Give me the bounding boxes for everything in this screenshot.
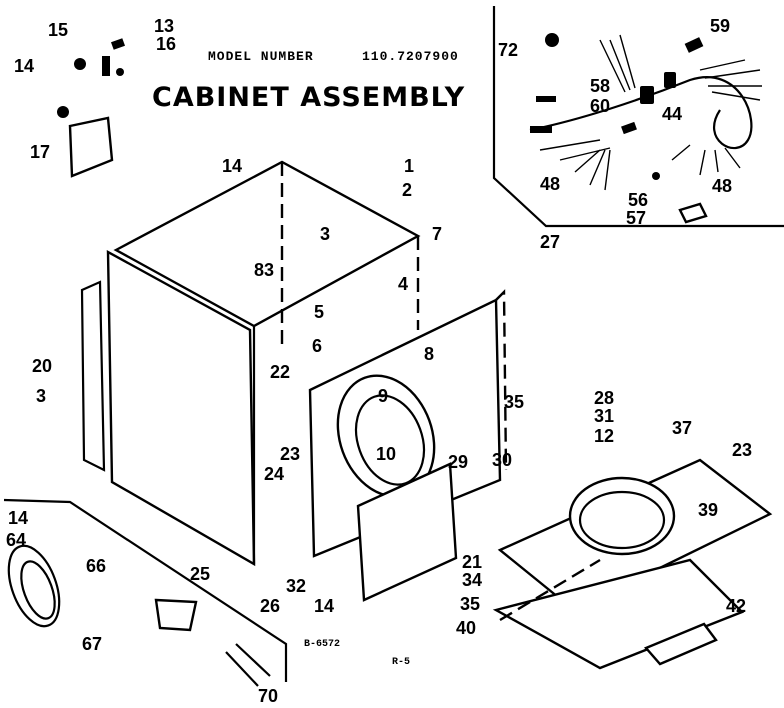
part-label-64: 64 — [6, 530, 26, 550]
part-label-7: 7 — [432, 224, 442, 244]
part-label-14: 14 — [14, 56, 34, 76]
part-label-22: 22 — [270, 362, 290, 382]
part-label-14: 14 — [8, 508, 28, 528]
part-label-15: 15 — [48, 20, 68, 40]
part-label-17: 17 — [30, 142, 50, 162]
model-number-label: MODEL NUMBER — [208, 49, 314, 64]
part-label-31: 31 — [594, 406, 614, 426]
part-label-32: 32 — [286, 576, 306, 596]
part-label-67: 67 — [82, 634, 102, 654]
part-label-40: 40 — [456, 618, 476, 638]
part-label-39: 39 — [698, 500, 718, 520]
part-label-25: 25 — [190, 564, 210, 584]
part-label-23: 23 — [732, 440, 752, 460]
part-label-37: 37 — [672, 418, 692, 438]
front-panel — [308, 289, 508, 602]
part-label-21: 21 — [462, 552, 482, 572]
lower-left-parts — [3, 498, 288, 687]
part-label-42: 42 — [726, 596, 746, 616]
part-label-35: 35 — [460, 594, 480, 614]
part-label-13: 13 — [154, 16, 174, 36]
part-label-66: 66 — [86, 556, 106, 576]
part-label-48: 48 — [540, 174, 560, 194]
part-label-57: 57 — [626, 208, 646, 228]
part-label-9: 9 — [378, 386, 388, 406]
diagram-title: CABINET ASSEMBLY — [152, 82, 465, 113]
top-left-parts — [57, 38, 126, 178]
part-label-3: 3 — [320, 224, 330, 244]
page-number: R-5 — [392, 657, 410, 668]
part-label-24: 24 — [264, 464, 284, 484]
part-label-44: 44 — [662, 104, 682, 124]
part-label-3: 3 — [36, 386, 46, 406]
part-label-26: 26 — [260, 596, 280, 616]
part-label-56: 56 — [628, 190, 648, 210]
part-label-2: 2 — [402, 180, 412, 200]
part-label-4: 4 — [398, 274, 408, 294]
part-label-23: 23 — [280, 444, 300, 464]
part-label-70: 70 — [258, 686, 278, 706]
part-label-10: 10 — [376, 444, 396, 464]
part-label-16: 16 — [156, 34, 176, 54]
part-label-5: 5 — [314, 302, 324, 322]
part-label-6: 6 — [312, 336, 322, 356]
part-label-12: 12 — [594, 426, 614, 446]
part-label-28: 28 — [594, 388, 614, 408]
part-label-48: 48 — [712, 176, 732, 196]
part-labels: 15 13 16 14 17 14 1 2 3 7 83 4 5 6 8 22 … — [6, 16, 752, 706]
model-number-value: 110.7207900 — [362, 49, 459, 64]
cabinet-body — [80, 160, 421, 567]
part-label-27: 27 — [540, 232, 560, 252]
part-label-83: 83 — [254, 260, 274, 280]
part-label-1: 1 — [404, 156, 414, 176]
part-label-30: 30 — [492, 450, 512, 470]
drawing-code: B-6572 — [304, 639, 340, 650]
part-label-14: 14 — [314, 596, 334, 616]
part-label-59: 59 — [710, 16, 730, 36]
part-label-14: 14 — [222, 156, 242, 176]
part-label-8: 8 — [424, 344, 434, 364]
part-label-60: 60 — [590, 96, 610, 116]
part-label-29: 29 — [448, 452, 468, 472]
wiring-harness-inset — [492, 6, 784, 228]
base-assembly — [492, 458, 773, 670]
part-label-33: 35 — [504, 392, 524, 412]
part-label-34: 34 — [462, 570, 482, 590]
part-label-72: 72 — [498, 40, 518, 60]
part-label-58: 58 — [590, 76, 610, 96]
part-label-20: 20 — [32, 356, 52, 376]
